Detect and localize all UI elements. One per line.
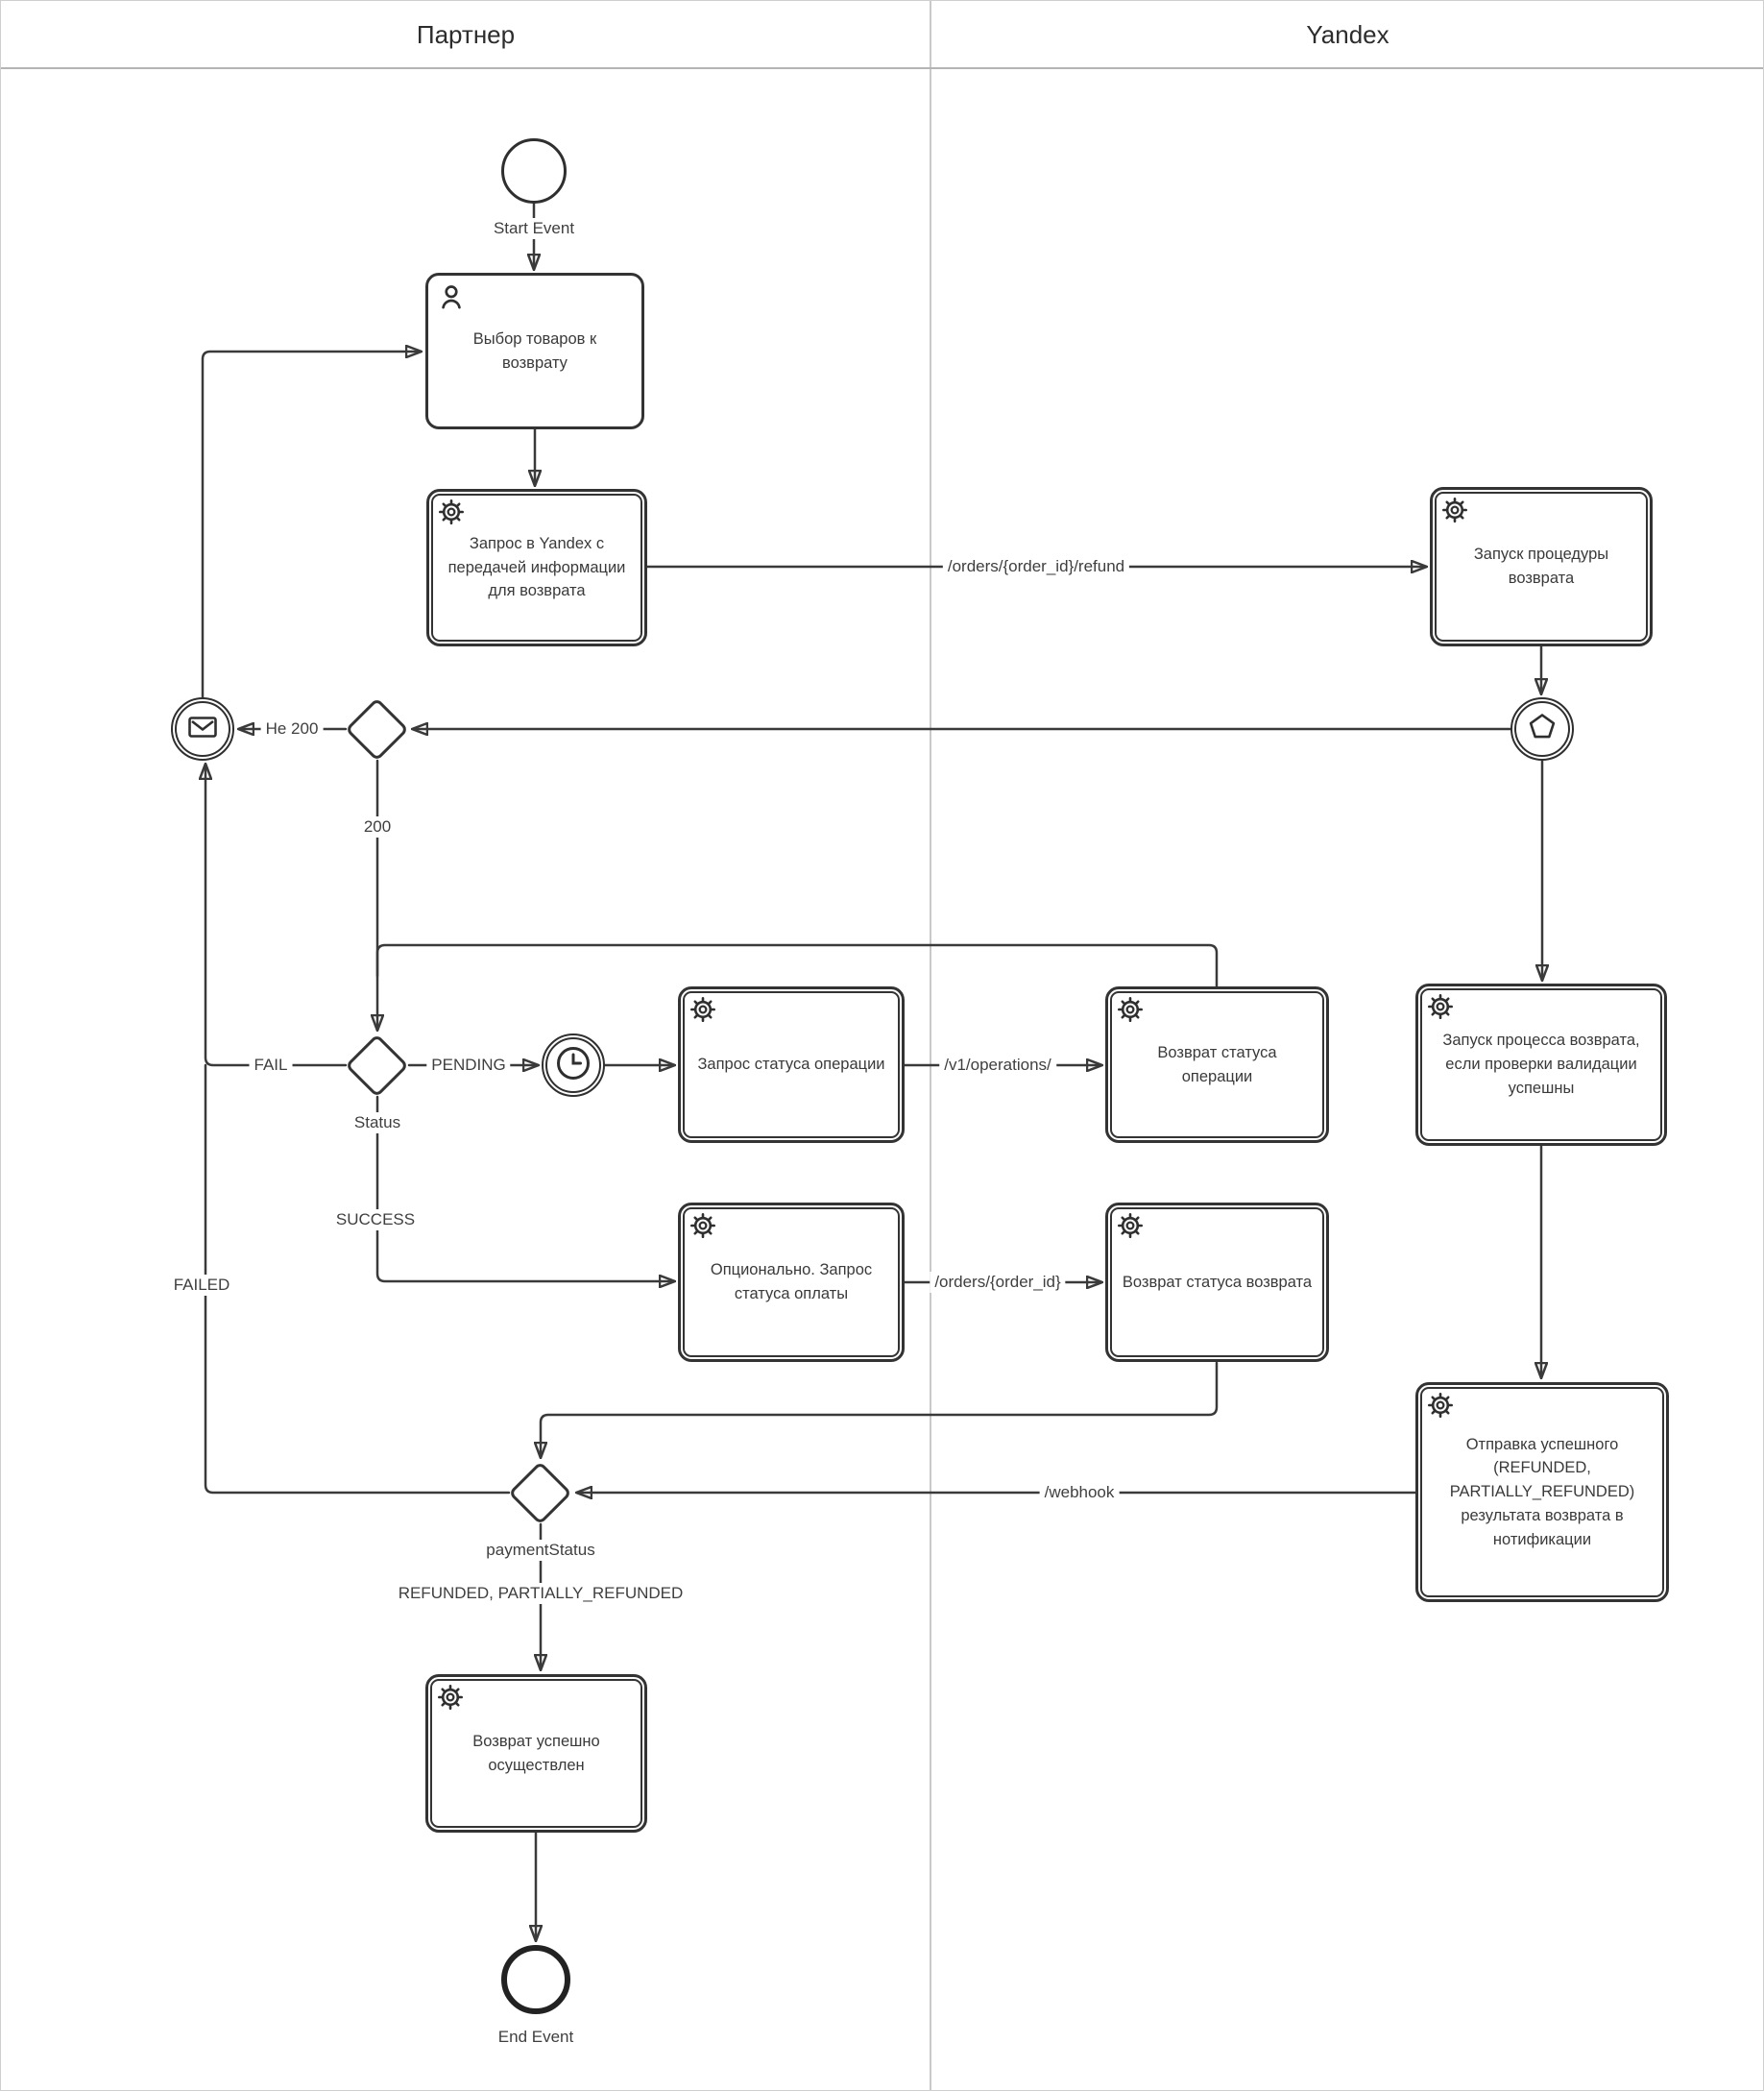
task-return-refund-status: Возврат статуса возврата [1105, 1203, 1329, 1362]
task-request-operation-status: Запрос статуса операции [678, 986, 905, 1143]
task-refund-success: Возврат успешно осуществлен [425, 1674, 647, 1833]
gear-icon [1428, 1393, 1453, 1418]
task-label: Запрос в Yandex с передачей информации д… [447, 534, 626, 600]
message-event [171, 697, 234, 761]
task-label: Возврат статуса операции [1157, 1043, 1277, 1085]
gateway-status [345, 1033, 409, 1098]
task-label: Отправка успешного (REFUNDED, PARTIALLY_… [1449, 1435, 1635, 1548]
task-label: Выбор товаров к возврату [472, 329, 597, 372]
envelope-icon [188, 716, 217, 742]
lane-divider [930, 1, 931, 2090]
edge-label-orders-refund: /orders/{order_id}/refund [942, 556, 1130, 577]
task-label: Возврат успешно осуществлен [472, 1732, 600, 1774]
flow-return-refund-to-payment [541, 1361, 1219, 1457]
gateway-payment-status [508, 1461, 572, 1525]
lane-title-partner: Партнер [416, 20, 516, 49]
gear-icon [439, 499, 464, 524]
end-event [501, 1945, 570, 2014]
flow-message-to-select-loop [201, 352, 421, 699]
task-label: Запуск процесса возврата, если проверки … [1442, 1032, 1640, 1097]
end-event-label: End Event [493, 2027, 579, 2048]
edge-label-refunded: REFUNDED, PARTIALLY_REFUNDED [393, 1583, 689, 1604]
edge-label-v1-operations: /v1/operations/ [939, 1055, 1056, 1076]
edge-label-webhook: /webhook [1039, 1482, 1120, 1503]
gateway-status-label: Status [349, 1112, 406, 1133]
gear-icon [690, 1213, 715, 1238]
task-return-operation-status: Возврат статуса операции [1105, 986, 1329, 1143]
task-label: Запрос статуса операции [697, 1056, 885, 1074]
gateway-response-code [345, 697, 409, 762]
start-event [501, 138, 567, 204]
gear-icon [1428, 994, 1453, 1019]
task-label: Опционально. Запрос статуса оплаты [710, 1261, 873, 1302]
lane-header-separator [1, 67, 1763, 69]
flow-fail-to-message [205, 765, 348, 1067]
edge-label-fail: FAIL [249, 1055, 293, 1076]
flow-return-op-status-loop [375, 943, 1219, 988]
flow-success-to-optional [375, 1095, 674, 1281]
task-select-items: Выбор товаров к возврату [425, 273, 644, 429]
clock-icon [555, 1045, 592, 1086]
start-event-label: Start Event [488, 218, 580, 239]
task-label: Запуск процедуры возврата [1473, 546, 1609, 587]
task-label: Возврат статуса возврата [1122, 1273, 1313, 1291]
gateway-payment-status-label: paymentStatus [481, 1540, 600, 1561]
user-icon [438, 283, 465, 310]
edge-label-success: SUCCESS [330, 1209, 421, 1230]
task-start-refund-process: Запуск процесса возврата, если проверки … [1415, 984, 1667, 1146]
gear-icon [1118, 1213, 1143, 1238]
pentagon-event [1510, 697, 1574, 761]
task-start-refund-procedure: Запуск процедуры возврата [1430, 487, 1653, 646]
lane-title-yandex: Yandex [1306, 20, 1389, 49]
gear-icon [690, 997, 715, 1022]
edge-label-200: 200 [358, 816, 397, 838]
edge-label-orders-id: /orders/{order_id} [930, 1272, 1066, 1293]
task-send-success-result: Отправка успешного (REFUNDED, PARTIALLY_… [1415, 1382, 1669, 1602]
edge-label-pending: PENDING [426, 1055, 511, 1076]
task-optional-payment-status: Опционально. Запрос статуса оплаты [678, 1203, 905, 1362]
edge-label-not-200: Не 200 [260, 718, 324, 740]
timer-event [542, 1033, 605, 1097]
pentagon-icon [1528, 713, 1557, 745]
gear-icon [1442, 498, 1467, 523]
task-request-yandex: Запрос в Yandex с передачей информации д… [426, 489, 647, 646]
gear-icon [438, 1685, 463, 1710]
gear-icon [1118, 997, 1143, 1022]
edge-label-failed: FAILED [168, 1275, 235, 1296]
